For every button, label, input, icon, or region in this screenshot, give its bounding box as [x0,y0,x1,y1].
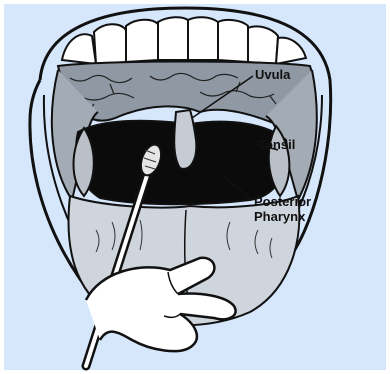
label-posterior: Posterior [254,195,311,209]
upper-teeth [62,17,306,64]
label-uvula: Uvula [255,68,290,82]
label-pharynx: Pharynx [254,210,305,224]
label-tonsil: Tonsil [258,138,295,152]
uvula [174,110,196,169]
